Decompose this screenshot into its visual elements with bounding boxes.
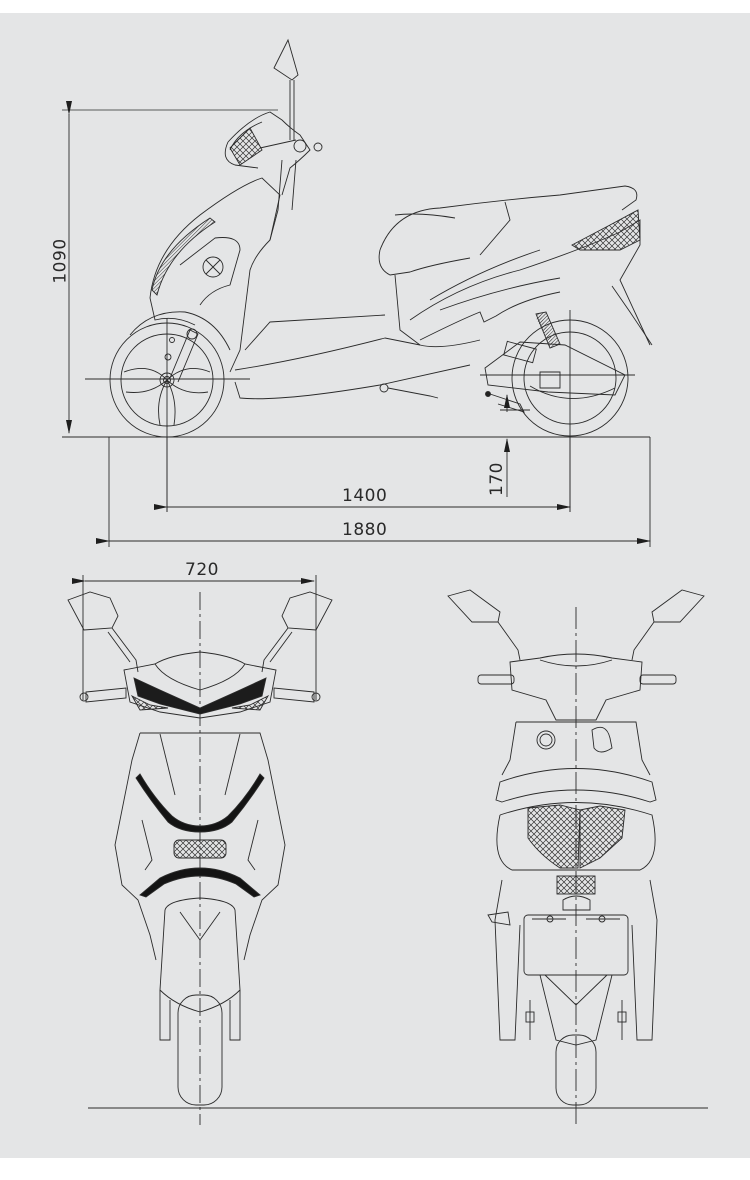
drawing-panel bbox=[0, 13, 750, 1158]
side-dimensions bbox=[66, 101, 651, 547]
rear-view bbox=[447, 589, 705, 1125]
wheelbase-dimension-label: 1400 bbox=[342, 486, 388, 506]
front-view bbox=[67, 575, 333, 1125]
length-dimension-label: 1880 bbox=[342, 520, 388, 540]
handlebar-width-dimension-label: 720 bbox=[185, 560, 219, 580]
clearance-dimension-label: 170 bbox=[486, 462, 507, 496]
side-view bbox=[62, 38, 653, 512]
height-dimension-label: 1090 bbox=[50, 238, 71, 284]
front-wheel bbox=[85, 318, 250, 512]
